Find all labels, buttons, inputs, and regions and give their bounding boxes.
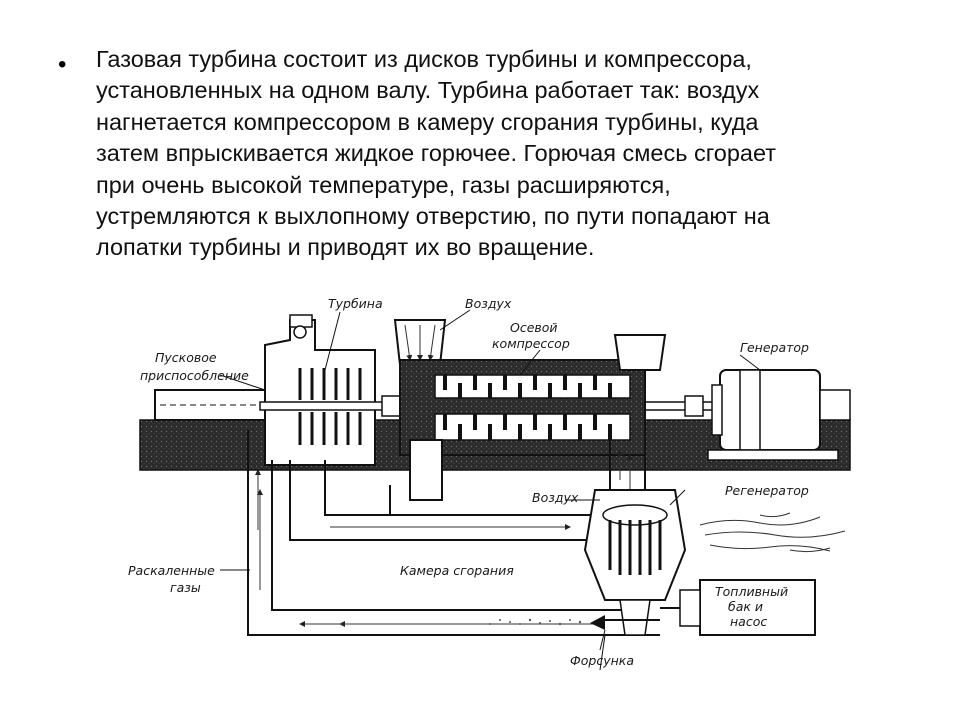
gas-turbine-diagram: Турбина Воздух Осевой компрессор Пусково… bbox=[100, 290, 870, 700]
fuel-tank-pump bbox=[660, 579, 816, 636]
label-air-top: Воздух bbox=[465, 296, 512, 311]
label-hot-gases-2: газы bbox=[170, 580, 201, 595]
label-fuel-tank-3: насос bbox=[730, 614, 767, 629]
label-generator: Генератор bbox=[740, 340, 809, 355]
bullet-symbol: • bbox=[58, 51, 67, 78]
label-starter-1: Пусковое bbox=[155, 350, 217, 365]
exhaust-plume bbox=[699, 512, 846, 553]
fuel-spray bbox=[489, 618, 582, 626]
flow-arrows bbox=[255, 449, 633, 627]
label-starter-2: приспособление bbox=[140, 368, 249, 383]
fuel-nozzle bbox=[590, 615, 660, 671]
leader-lines bbox=[219, 309, 761, 651]
bullet-text: Газовая турбина состоит из дисков турбин… bbox=[96, 46, 777, 261]
label-hot-gases-1: Раскаленные bbox=[128, 563, 215, 578]
hot-gas-duct bbox=[247, 430, 660, 636]
label-fuel-tank-2: бак и bbox=[728, 599, 763, 614]
label-fuel-tank-1: Топливный bbox=[715, 584, 788, 599]
label-axial-compressor-2: компрессор bbox=[492, 336, 570, 351]
label-nozzle: Форсунка bbox=[570, 653, 634, 668]
bullet-item: • Газовая турбина состоит из дисков турб… bbox=[58, 44, 938, 264]
regenerator bbox=[583, 489, 687, 636]
label-air-mid: Воздух bbox=[532, 490, 579, 505]
starter-device bbox=[154, 389, 266, 421]
label-turbine: Турбина bbox=[328, 296, 383, 311]
diagram-svg: Турбина Воздух Осевой компрессор Пусково… bbox=[128, 296, 851, 671]
shaft-coupling-2 bbox=[684, 395, 704, 417]
generator bbox=[707, 369, 851, 461]
turbine-casing bbox=[264, 314, 376, 466]
shaft-coupling bbox=[381, 395, 401, 417]
label-combustion-chamber: Камера сгорания bbox=[400, 563, 514, 578]
label-regenerator: Регенератор bbox=[725, 483, 809, 498]
label-axial-compressor-1: Осевой bbox=[510, 320, 558, 335]
